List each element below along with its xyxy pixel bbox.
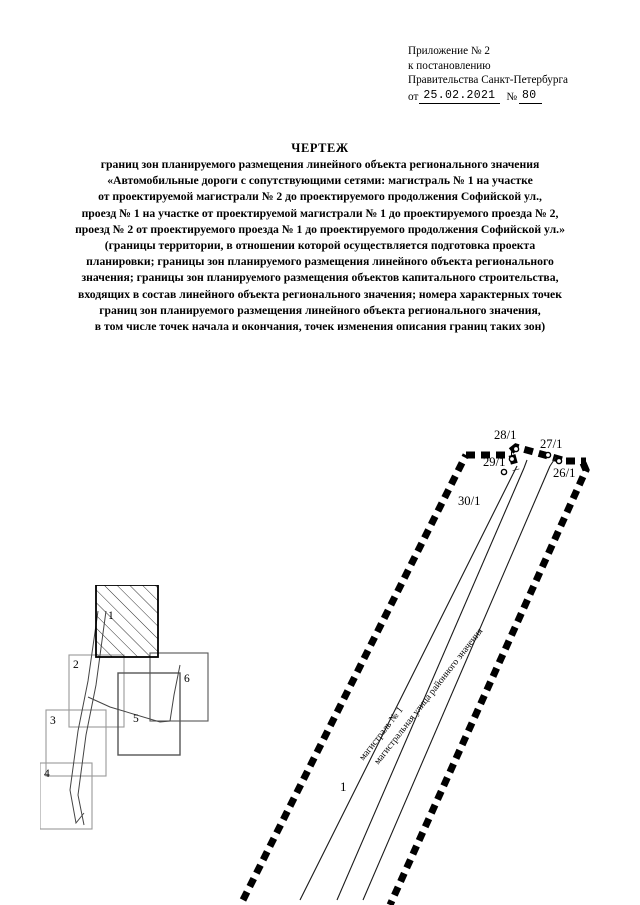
inset-tile-number-5: 5: [133, 713, 139, 725]
title-line: границ зон планируемого размещения линей…: [99, 303, 541, 317]
road-centre-lines: [299, 465, 551, 901]
inset-index-map: 1 2 3 4 5 6: [39, 584, 230, 845]
inset-tile-number-4: 4: [44, 768, 50, 780]
title-line: значения; границы зон планируемого разме…: [81, 271, 559, 285]
inset-tile-5: [117, 672, 181, 756]
road-line-district-left: [362, 465, 551, 901]
inset-tile-number-2: 2: [73, 659, 79, 671]
point-label-30-1: 30/1: [458, 494, 481, 508]
node-28-1: [512, 445, 520, 453]
point-label-28-1: 28/1: [494, 428, 517, 442]
header-date-row: от 25.02.2021 № 80: [408, 89, 608, 105]
point-label-29-1: 29/1: [483, 455, 506, 469]
page-title: ЧЕРТЕЖ: [291, 141, 349, 155]
date-value: 25.02.2021: [419, 89, 501, 105]
inset-branch-east: [87, 696, 171, 723]
node-29-1: [508, 455, 516, 463]
inset-tile-number-3: 3: [50, 715, 56, 727]
zone-boundary-left: [239, 451, 512, 902]
inset-branch-north: [169, 664, 181, 722]
title-line: планировки; границы зон планируемого раз…: [86, 255, 554, 269]
title-line: от проектируемой магистрали № 2 до проек…: [98, 190, 542, 204]
road-line-magistral-left: [299, 473, 514, 901]
node-27-1: [544, 451, 552, 459]
zone-number-label: 1: [340, 779, 347, 794]
node-30-1: [500, 468, 508, 476]
header-line-appendix: Приложение № 2: [408, 45, 490, 57]
title-line: границ зон планируемого размещения линей…: [100, 158, 540, 171]
inset-tile-6: [149, 652, 209, 722]
inset-corridor-left: [69, 610, 99, 825]
inset-tile-3: [45, 709, 107, 777]
header-line-government: Правительства Санкт-Петербурга: [408, 74, 569, 87]
road-label-district-street: магистральная улица районного значения: [372, 626, 486, 767]
title-line: проезд № 2 от проектируемого проезда № 1…: [75, 222, 565, 236]
title-line: входящих в состав линейного объекта реги…: [78, 287, 562, 301]
zone-boundary-right: [386, 461, 590, 905]
point-label-26-1: 26/1: [553, 466, 576, 480]
inset-tile-4: [39, 762, 93, 830]
inset-tile-number-6: 6: [184, 673, 190, 685]
inset-tile-number-1: 1: [108, 610, 114, 622]
title-line: «Автомобильные дороги с сопутствующими с…: [107, 174, 533, 188]
inset-corridor-right: [77, 610, 107, 826]
number-value: 80: [519, 89, 543, 105]
inset-tile-1-current: [95, 584, 159, 658]
document-header: Приложение № 2 к постановлению Правитель…: [408, 44, 608, 105]
point-label-27-1: 27/1: [540, 437, 563, 451]
header-line-to-resolution: к постановлению: [408, 59, 491, 72]
title-line: (границы территории, в отношении которой…: [104, 239, 536, 253]
number-label: №: [506, 90, 518, 103]
date-label: от: [408, 90, 419, 103]
node-26-1: [555, 457, 563, 465]
road-line-connectors: [512, 456, 557, 475]
zone-boundary-top-left-step: [508, 454, 520, 471]
title-line: в том числе точек начала и окончания, то…: [94, 320, 546, 334]
title-block: ЧЕРТЕЖ границ зон планируемого размещени…: [0, 140, 640, 335]
title-line: проезд № 1 на участке от проектируемой м…: [81, 206, 559, 220]
